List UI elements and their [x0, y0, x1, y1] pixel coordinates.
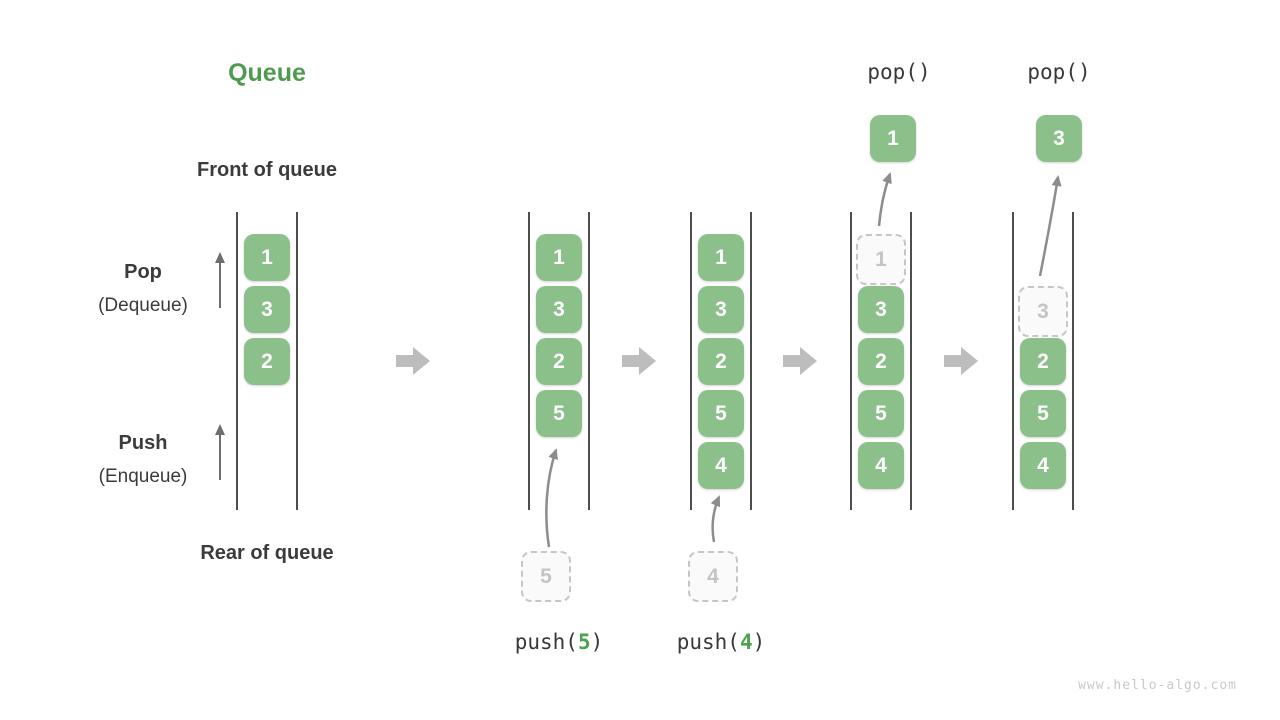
queue-column-1: 1 3 2 — [207, 0, 327, 720]
push-operation-post: ) — [752, 630, 766, 654]
queue-rail-right — [910, 212, 912, 510]
front-of-queue-label: Front of queue — [197, 159, 337, 181]
queue-rail-right — [1072, 212, 1074, 510]
push-label: Push — [118, 432, 168, 454]
dequeue-label: (Dequeue) — [98, 295, 188, 316]
queue-item-box: 3 — [698, 286, 744, 333]
pop-operation-label: pop() — [867, 60, 931, 84]
push-operation-arg: 4 — [739, 630, 753, 654]
popped-item-box: 1 — [870, 115, 916, 162]
flow-arrow-icon — [944, 345, 980, 377]
queue-rail-left — [1012, 212, 1014, 510]
pop-label: Pop — [124, 261, 162, 283]
flow-arrow-icon — [396, 345, 432, 377]
queue-column-2: 1 3 2 5 5 push(5) — [499, 0, 619, 720]
queue-rail-left — [236, 212, 238, 510]
queue-item-box: 5 — [858, 390, 904, 437]
queue-item-box: 3 — [858, 286, 904, 333]
queue-column-3: 1 3 2 5 4 4 push(4) — [661, 0, 781, 720]
queue-item-box: 2 — [244, 338, 290, 385]
ghost-item-box: 1 — [856, 234, 906, 285]
queue-column-4: pop() 1 1 3 2 5 4 — [821, 0, 941, 720]
push-operation-pre: push( — [514, 630, 578, 654]
queue-item-box: 4 — [1020, 442, 1066, 489]
incoming-item-box: 4 — [688, 551, 738, 602]
queue-item-box: 4 — [698, 442, 744, 489]
queue-item-box: 2 — [536, 338, 582, 385]
queue-item-box: 1 — [536, 234, 582, 281]
ghost-item-box: 3 — [1018, 286, 1068, 337]
queue-rail-right — [588, 212, 590, 510]
queue-item-box: 2 — [858, 338, 904, 385]
queue-column-5: pop() 3 3 2 5 4 — [983, 0, 1103, 720]
queue-item-box: 5 — [536, 390, 582, 437]
enqueue-label: (Enqueue) — [98, 466, 188, 487]
queue-item-box: 3 — [536, 286, 582, 333]
queue-item-box: 2 — [1020, 338, 1066, 385]
queue-item-box: 2 — [698, 338, 744, 385]
watermark: www.hello-algo.com — [1078, 678, 1237, 693]
popped-item-box: 3 — [1036, 115, 1082, 162]
queue-item-box: 3 — [244, 286, 290, 333]
queue-item-box: 4 — [858, 442, 904, 489]
queue-rail-left — [528, 212, 530, 510]
push-operation-label: push(4) — [631, 630, 811, 654]
rear-of-queue-label: Rear of queue — [200, 542, 334, 564]
push-operation-label: push(5) — [469, 630, 649, 654]
queue-rail-right — [296, 212, 298, 510]
queue-rail-right — [750, 212, 752, 510]
queue-rail-left — [850, 212, 852, 510]
incoming-item-box: 5 — [521, 551, 571, 602]
flow-arrow-icon — [622, 345, 658, 377]
queue-item-box: 1 — [244, 234, 290, 281]
queue-item-box: 1 — [698, 234, 744, 281]
queue-rail-left — [690, 212, 692, 510]
push-operation-post: ) — [590, 630, 604, 654]
push-operation-arg: 5 — [577, 630, 591, 654]
queue-item-box: 5 — [1020, 390, 1066, 437]
push-operation-pre: push( — [676, 630, 740, 654]
flow-arrow-icon — [783, 345, 819, 377]
pop-operation-label: pop() — [1027, 60, 1091, 84]
diagram-title: Queue — [228, 59, 306, 87]
queue-item-box: 5 — [698, 390, 744, 437]
